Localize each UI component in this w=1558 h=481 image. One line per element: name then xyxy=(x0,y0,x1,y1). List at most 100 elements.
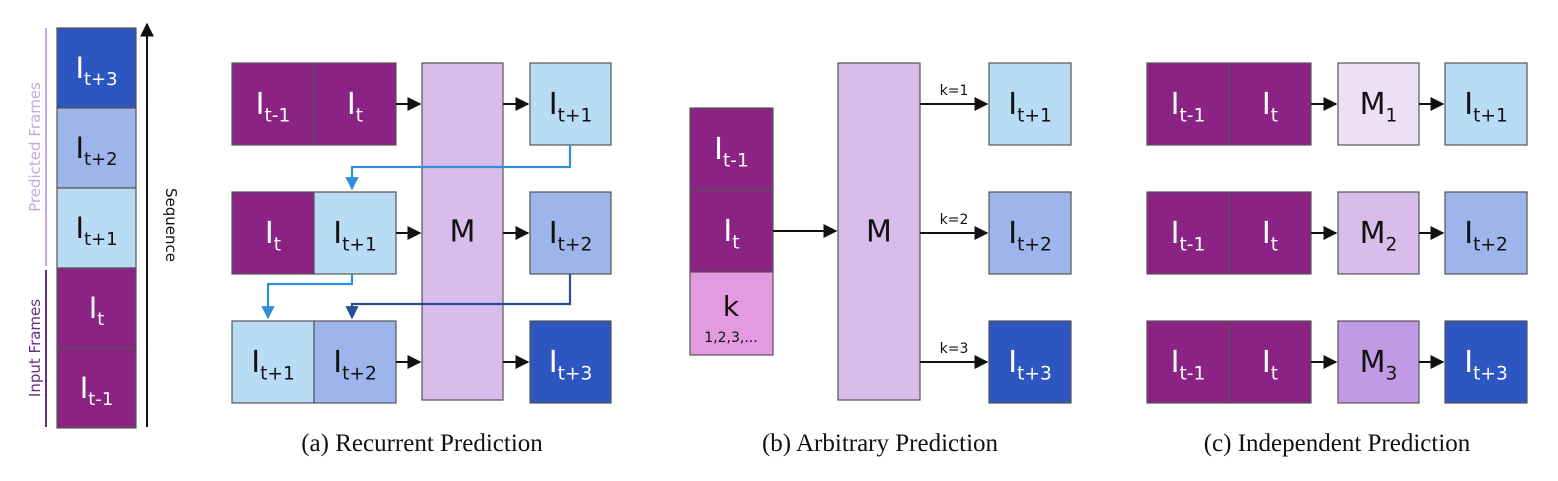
arbitrary-caption: (b) Arbitrary Prediction xyxy=(762,430,999,457)
recurrent-row3-input-t+1-label: It+1 xyxy=(251,345,295,385)
independent-row2-input-t-label-base: I xyxy=(1262,216,1271,251)
recurrent-model-m-label: M xyxy=(450,215,476,250)
arbitrary-output-t+1-label-base: I xyxy=(1008,87,1017,122)
independent-row3-output-t+3-label-base: I xyxy=(1464,345,1473,380)
recurrent-row2-input-t+1-label-base: I xyxy=(333,216,342,251)
recurrent-row2-input-t+1-label-subscript: t+1 xyxy=(342,235,377,256)
arbitrary-model-m-label-base: M xyxy=(866,215,892,250)
independent-row3-input-t-1 xyxy=(1146,320,1230,404)
legend-frame-t+2-label: It+2 xyxy=(75,131,117,170)
recurrent-row1-input-t-label-base: I xyxy=(347,87,356,122)
arbitrary-output-t+1 xyxy=(988,62,1072,146)
recurrent-row3-input-t+2 xyxy=(313,320,397,404)
arbitrary-output-t+1-label: It+1 xyxy=(1008,87,1052,127)
independent-model-m1-label-base: M xyxy=(1360,87,1386,122)
independent-row1-input-t xyxy=(1228,62,1312,146)
independent-row2-input-t-label-subscript: t xyxy=(1271,235,1278,256)
independent-row2-output-t+2 xyxy=(1444,191,1528,275)
independent-row2-input-t-1-label-base: I xyxy=(1171,216,1180,251)
recurrent-row2-input-t-label-subscript: t xyxy=(274,235,281,256)
arbitrary-output-t+3-label-subscript: t+3 xyxy=(1017,364,1052,385)
recurrent-model-m xyxy=(421,62,504,401)
independent-row3-input-t-1-label-base: I xyxy=(1171,345,1180,380)
independent-row2-output-t+2-label: It+2 xyxy=(1464,216,1508,256)
legend-frame-t+3-label: It+3 xyxy=(75,51,117,90)
independent-row2-output-t+2-label-subscript: t+2 xyxy=(1473,235,1508,256)
independent-row1-input-t-label-base: I xyxy=(1262,87,1271,122)
independent-row3-input-t-1-label-subscript: t-1 xyxy=(1180,364,1206,385)
arbitrary-model-m-label: M xyxy=(866,215,892,250)
independent-row3-input-t-label-subscript: t xyxy=(1271,364,1278,385)
legend-frame-t+1-label: It+1 xyxy=(75,211,117,250)
legend-frame-t xyxy=(56,267,137,349)
independent-row2-input-t-label: It xyxy=(1262,216,1278,256)
recurrent-row3-output-t+3-label-subscript: t+3 xyxy=(558,364,593,385)
recurrent-row2-input-t-label-base: I xyxy=(265,216,274,251)
independent-model-m1-label-subscript: 1 xyxy=(1386,106,1398,127)
independent-row2-input-t-1-label: It-1 xyxy=(1171,216,1206,256)
independent-model-m3 xyxy=(1337,320,1420,404)
recurrent-row2-output-t+2-label: It+2 xyxy=(549,216,593,256)
independent-row2-input-t-1-label-subscript: t-1 xyxy=(1180,235,1206,256)
arbitrary-output-t+2-label-base: I xyxy=(1008,216,1017,251)
feedback-arrow-t1-to-row2 xyxy=(345,145,572,191)
arbitrary-k-label-2: k=2 xyxy=(940,212,969,228)
independent-caption: (c) Independent Prediction xyxy=(1204,430,1471,457)
recurrent-row1-output-t+1 xyxy=(529,62,612,146)
recurrent-row3-input-t+2-label-base: I xyxy=(333,345,342,380)
arbitrary-output-t+2 xyxy=(988,191,1072,275)
legend-frame-t-1-label-subscript: t-1 xyxy=(88,389,113,410)
independent-row1-input-t-label-subscript: t xyxy=(1271,106,1278,127)
arbitrary-output-t+2-label: It+2 xyxy=(1008,216,1052,256)
arbitrary-input-t-1-label: It-1 xyxy=(714,132,749,172)
independent-model-m3-label: M3 xyxy=(1360,345,1398,385)
independent-row3-input-t-label-base: I xyxy=(1262,345,1271,380)
recurrent-row2-output-t+2-label-base: I xyxy=(549,216,558,251)
recurrent-row3-input-t+2-label: It+2 xyxy=(333,345,377,385)
independent-row1-input-t-1-label-base: I xyxy=(1171,87,1180,122)
independent-model-m1-label: M1 xyxy=(1360,87,1398,127)
feedback-arrow-t1-to-row3 xyxy=(261,274,354,320)
recurrent-row2-input-t-label: It xyxy=(265,216,281,256)
independent-row3-output-t+3-label-subscript: t+3 xyxy=(1473,364,1508,385)
arbitrary-output-t+3-label: It+3 xyxy=(1008,345,1052,385)
legend-frame-t-label-subscript: t xyxy=(97,309,104,330)
recurrent-row1-output-t+1-label: It+1 xyxy=(549,87,593,127)
recurrent-row1-input-t-label-subscript: t xyxy=(356,106,363,127)
arbitrary-input-t-label: It xyxy=(723,214,739,254)
recurrent-row3-output-t+3 xyxy=(529,320,612,404)
legend-frame-t+3-label-subscript: t+3 xyxy=(84,69,118,90)
recurrent-row3-input-t+2-label-subscript: t+2 xyxy=(342,364,377,385)
arbitrary-output-t+3 xyxy=(988,320,1072,404)
arbitrary-k-label-1: k=1 xyxy=(940,83,969,99)
legend-frame-t+3 xyxy=(56,27,137,109)
recurrent-model-m-label-base: M xyxy=(450,215,476,250)
legend-frame-t+1-label-subscript: t+1 xyxy=(84,229,118,250)
arbitrary-input-t xyxy=(689,189,774,273)
recurrent-row1-output-t+1-label-base: I xyxy=(549,87,558,122)
independent-model-m2-label-base: M xyxy=(1360,216,1386,251)
recurrent-caption: (a) Recurrent Prediction xyxy=(301,430,543,457)
legend-frame-t-label-base: I xyxy=(89,291,98,325)
independent-row1-output-t+1-label: It+1 xyxy=(1464,87,1508,127)
legend-frame-t+1 xyxy=(56,187,137,269)
legend-frame-t+1-label-base: I xyxy=(75,211,84,245)
arbitrary-model-m xyxy=(837,62,921,401)
independent-model-m2-label: M2 xyxy=(1360,216,1398,256)
recurrent-row1-input-t-1-label: It-1 xyxy=(256,87,291,127)
arbitrary-output-t+1-label-subscript: t+1 xyxy=(1017,106,1052,127)
independent-row1-output-t+1-label-subscript: t+1 xyxy=(1473,106,1508,127)
recurrent-row2-input-t+1 xyxy=(313,191,397,275)
arbitrary-input-t-1 xyxy=(689,107,774,191)
independent-row3-input-t xyxy=(1228,320,1312,404)
arbitrary-input-t-label-base: I xyxy=(723,214,732,249)
recurrent-row2-input-t xyxy=(231,191,315,275)
recurrent-row1-input-t-1-label-subscript: t-1 xyxy=(265,106,291,127)
arbitrary-input-t-1-label-base: I xyxy=(714,132,723,167)
arbitrary-output-t+3-label-base: I xyxy=(1008,345,1017,380)
recurrent-row1-input-t-1 xyxy=(231,62,315,146)
independent-row1-input-t-1 xyxy=(1146,62,1230,146)
